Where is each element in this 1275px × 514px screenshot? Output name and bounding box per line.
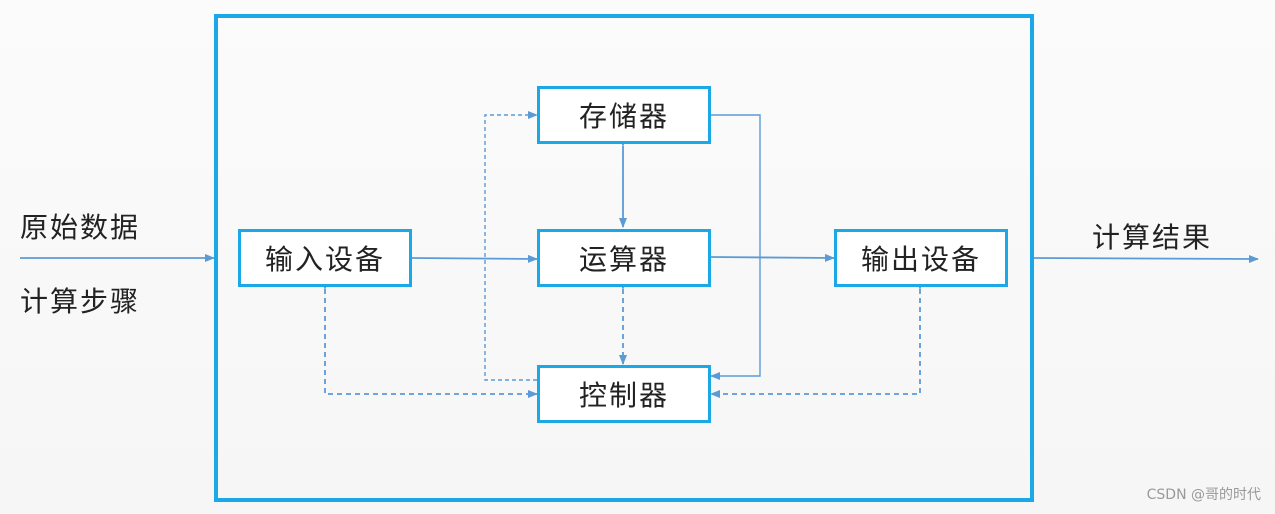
- output-label-result: 计算结果: [1092, 221, 1213, 254]
- output-controller-dashed-arrow: [710, 280, 924, 398]
- input-label-steps: 计算步骤: [20, 285, 141, 318]
- input-to-alu-arrow: [411, 254, 538, 263]
- alu-to-output-arrow: [709, 253, 835, 262]
- input-controller-dashed-arrow: [321, 280, 538, 398]
- computer-frame: [214, 14, 1034, 502]
- input-label-raw-data: 原始数据: [20, 211, 141, 244]
- output-device-node-label: 输出设备: [860, 243, 981, 276]
- watermark: CSDN @哥的时代: [1146, 487, 1261, 503]
- output-device-node: 输出设备: [834, 229, 1008, 287]
- controller-to-memory-dashed-line: [484, 111, 538, 381]
- memory-node-label: 存储器: [578, 100, 669, 133]
- alu-node-label: 运算器: [578, 243, 669, 276]
- controller-node: 控制器: [537, 365, 711, 423]
- result-arrow: [1033, 254, 1259, 263]
- input-device-node: 输入设备: [238, 229, 412, 287]
- alu-node: 运算器: [537, 229, 711, 287]
- controller-node-label: 控制器: [578, 379, 669, 412]
- memory-node: 存储器: [537, 86, 711, 144]
- input-device-node-label: 输入设备: [264, 243, 385, 276]
